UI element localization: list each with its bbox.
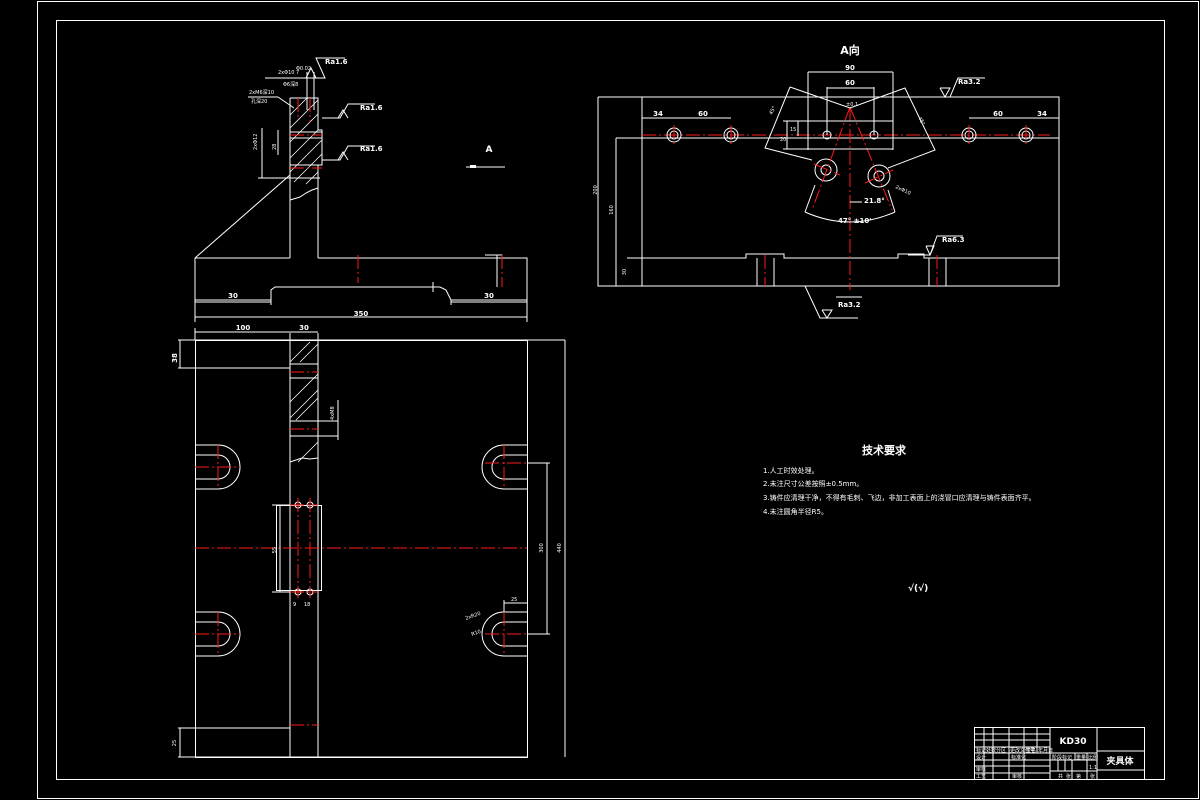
roughness-label: Ra3.2 (958, 78, 981, 86)
title-std: 标准化 (1011, 754, 1026, 761)
dim-right: 440 (557, 543, 563, 553)
part-code: KD30 (1060, 737, 1087, 747)
title-role: 设计 (976, 754, 986, 761)
dim-right: 60 (993, 110, 1003, 118)
roughness-label: Ra1.6 (360, 104, 383, 112)
stage-label: 重量 (1076, 754, 1086, 761)
dim-right: 34 (1037, 110, 1047, 118)
title-header: 处数 (986, 747, 996, 754)
view-a-label: A向 (840, 43, 860, 57)
dim-small: 15 (790, 127, 796, 133)
tech-req-item: 4.未注圆角半径R5。 (763, 507, 828, 516)
sheet-label: 共 (1058, 773, 1063, 780)
dim-left: 34 (653, 110, 663, 118)
dim-top: 30 (299, 324, 309, 332)
outer-border (37, 1, 1199, 799)
dim-hole-spacing: 18 (304, 602, 310, 608)
dim-center-slot: 55 (272, 547, 278, 553)
title-header: 标记 (976, 747, 986, 754)
title-header: 签名 (1026, 747, 1036, 754)
hole-callout: 2xΦ10 7 (278, 70, 299, 76)
dim-vertical: 2xΦ12 (253, 134, 259, 150)
dim-bottom-left: 30 (228, 292, 238, 300)
dim-hole-spacing: 9 (293, 602, 296, 608)
stage-label: 阶段标记 (1052, 754, 1072, 761)
tech-req-item: 1.人工时效处理。 (763, 466, 819, 475)
tech-req-item: 2.未注尺寸公差按照±0.5mm。 (763, 479, 863, 488)
dim-small: 20 (780, 137, 786, 143)
angle-label: 45° (768, 105, 777, 116)
fan-angle: 47° ±10' (838, 217, 871, 225)
tech-req-title: 技术要求 (862, 443, 907, 457)
dim-vertical: 4xM8 (330, 406, 336, 420)
dim-side: 30 (622, 269, 628, 275)
dim-top: 90 (845, 64, 855, 72)
slot-callout: 2xR20 (465, 611, 482, 622)
roughness-label: Ra1.6 (325, 58, 348, 66)
title-header: 更改文件号 (1010, 747, 1035, 754)
title-role: 工艺 (976, 774, 986, 780)
top-section-view: 30 30 350 Ra1.6 Ra1.6 Ra1.6 2xΦ10 7 Φ0.0… (194, 57, 528, 322)
hole-callout: Φ6深8 (283, 81, 298, 88)
hole-callout: 2xM6深10 (249, 89, 274, 96)
tech-requirements: 技术要求 1.人工时效处理。 2.未注尺寸公差按照±0.5mm。 3.铸件应清理… (763, 443, 1036, 594)
title-header: 分区 (996, 747, 1006, 754)
dim-bottom-left: 25 (172, 740, 178, 746)
title-role: 审核 (1012, 773, 1022, 780)
view-arrow-a: A (466, 145, 505, 168)
hole-callout: 2xΦ10 (894, 184, 911, 196)
view-a: A向 (593, 43, 1060, 319)
sheet-label: 张 (1090, 773, 1095, 780)
title-header: 年月日 (1038, 747, 1053, 754)
title-block: 标记 处数 分区 更改文件号 签名 年月日 设计 标准化 审核 工艺 审核 KD… (974, 727, 1145, 780)
angle-label: 45° (916, 116, 926, 127)
scale-value: 1:1 (1089, 765, 1097, 771)
dim-overall-width: 350 (354, 310, 369, 318)
dim-r: 25 (511, 597, 517, 603)
arc-angle: 21.8° (864, 197, 885, 205)
dim-left: 60 (698, 110, 708, 118)
hole-callout: 孔深20 (251, 98, 267, 105)
slot-callout: R10 (471, 629, 482, 638)
roughness-label: Ra1.6 (360, 145, 383, 153)
stage-label: 比例 (1088, 754, 1098, 761)
roughness-label: Ra6.3 (942, 236, 965, 244)
inner-border (56, 20, 1165, 780)
dim-vertical: 28 (272, 144, 278, 150)
drawing-name: 夹具体 (1106, 755, 1134, 767)
sheet-label: 第 (1076, 773, 1081, 780)
title-role: 审核 (976, 766, 986, 773)
front-view: 4xM8 100 30 38 25 2xR20 R10 (171, 324, 566, 758)
view-arrow-label: A (486, 145, 493, 155)
dim-top: 60 (845, 79, 855, 87)
dim-top: 100 (236, 324, 251, 332)
sheet-label: 张 (1066, 773, 1071, 780)
dim-side: 200 (593, 185, 599, 195)
dim-side: 160 (609, 205, 615, 215)
dim-bottom-right: 30 (484, 292, 494, 300)
tech-req-item: 3.铸件应清理干净，不得有毛刺、飞边，非加工表面上的浇冒口应清理与铸件表面齐平。 (763, 493, 1036, 502)
dim-right: 300 (539, 543, 545, 553)
roughness-note: √(√) (908, 583, 928, 594)
roughness-label: Ra3.2 (838, 301, 861, 309)
hole-callout: Φ0.02 (296, 66, 311, 72)
dim-left-height: 38 (171, 353, 179, 363)
dim-small: ±0.1 (846, 102, 858, 108)
